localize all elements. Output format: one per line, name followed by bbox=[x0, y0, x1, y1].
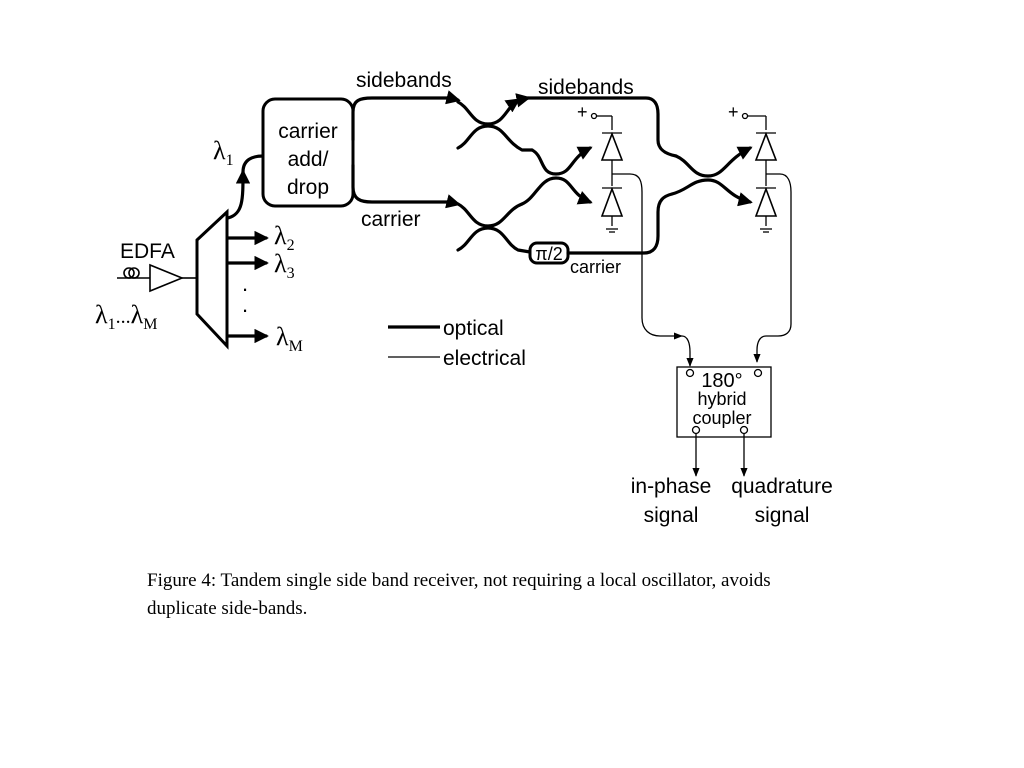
hybrid-input-1-wire bbox=[681, 335, 694, 367]
demux-dots-2: . bbox=[242, 292, 248, 317]
bias-plus-1: + bbox=[577, 102, 588, 122]
figure-caption: Figure 4: Tandem single side band receiv… bbox=[147, 570, 771, 619]
legend-optical-label: optical bbox=[443, 317, 504, 340]
edfa-label: EDFA bbox=[120, 240, 175, 263]
carrier-path bbox=[351, 163, 461, 209]
quadrature-label-1: quadrature bbox=[731, 475, 833, 498]
box-label-line3: drop bbox=[287, 176, 329, 199]
sidebands-label-right: sidebands bbox=[538, 76, 634, 99]
coupler-3 bbox=[520, 146, 593, 206]
wavelength-demultiplexer: . . bbox=[195, 169, 269, 350]
lambda1-label: λ1 bbox=[213, 136, 234, 169]
bias-terminal-2 bbox=[741, 112, 749, 120]
hybrid-coupler-box bbox=[676, 366, 772, 438]
legend-electrical-label: electrical bbox=[443, 347, 526, 370]
input-fiber-and-edfa: EDFA bbox=[117, 240, 197, 293]
hybrid-coupler: 180° hybrid coupler bbox=[676, 335, 772, 477]
hybrid-output-port-2 bbox=[739, 425, 749, 435]
photodetector-pair-2: + bbox=[728, 102, 792, 363]
coupler-2 bbox=[456, 202, 532, 254]
carrier-after-shifter bbox=[566, 192, 674, 255]
carrier-add-drop-filter: carrier add/ drop bbox=[241, 97, 355, 208]
lambda1-output-path bbox=[226, 169, 251, 220]
sidebands-path bbox=[351, 90, 461, 142]
sidebands-label-top: sidebands bbox=[356, 69, 452, 92]
quadrature-label-2: signal bbox=[755, 504, 810, 527]
inphase-label-2: signal bbox=[644, 504, 699, 527]
wavelength-labels: λ1 λ2 λ3 λM λ1...λM bbox=[95, 136, 303, 355]
sidebands-to-stage2 bbox=[526, 96, 678, 158]
detector1-output-wire bbox=[612, 173, 683, 340]
hybrid-input-port-2 bbox=[753, 368, 763, 378]
carrier-add-drop-box bbox=[261, 97, 355, 208]
photodiode-2-icon bbox=[600, 186, 624, 217]
bias-terminal-1 bbox=[590, 112, 598, 120]
hybrid-input-port-1 bbox=[685, 368, 695, 378]
carrier-label-main: carrier bbox=[361, 208, 421, 231]
bias-plus-2: + bbox=[728, 102, 739, 122]
inphase-label-1: in-phase bbox=[631, 475, 712, 498]
photodiode-3-icon bbox=[754, 131, 778, 161]
lambdaM-label: λM bbox=[276, 322, 303, 355]
coupler-1 bbox=[456, 98, 534, 152]
photodetector-pair-1: + bbox=[577, 102, 683, 340]
box-label-line2: add/ bbox=[288, 148, 329, 171]
box-label-line1: carrier bbox=[278, 120, 338, 143]
coupler-4 bbox=[670, 146, 753, 207]
photodiode-4-icon bbox=[754, 186, 778, 217]
lambda3-label: λ3 bbox=[274, 249, 295, 282]
detector2-output-wire bbox=[753, 173, 792, 363]
photodiode-1-icon bbox=[600, 131, 624, 161]
demux-trapezoid bbox=[195, 208, 229, 350]
edfa-amplifier-icon bbox=[149, 263, 185, 293]
hybrid-label-line3: coupler bbox=[692, 408, 751, 428]
lambda-range-label: λ1...λM bbox=[95, 300, 157, 333]
legend: optical electrical bbox=[388, 317, 526, 370]
demux-dots-1: . bbox=[242, 271, 248, 296]
carrier-label-small: carrier bbox=[570, 257, 621, 277]
sideband-output-arrow bbox=[515, 93, 531, 108]
hybrid-label-line2: hybrid bbox=[697, 389, 746, 409]
lambda2-label: λ2 bbox=[274, 221, 295, 254]
phase-shifter-label: π/2 bbox=[535, 244, 562, 264]
hybrid-output-port-1 bbox=[691, 425, 701, 435]
hybrid-label-line1: 180° bbox=[701, 370, 742, 392]
lambda1-to-filter bbox=[241, 154, 265, 174]
